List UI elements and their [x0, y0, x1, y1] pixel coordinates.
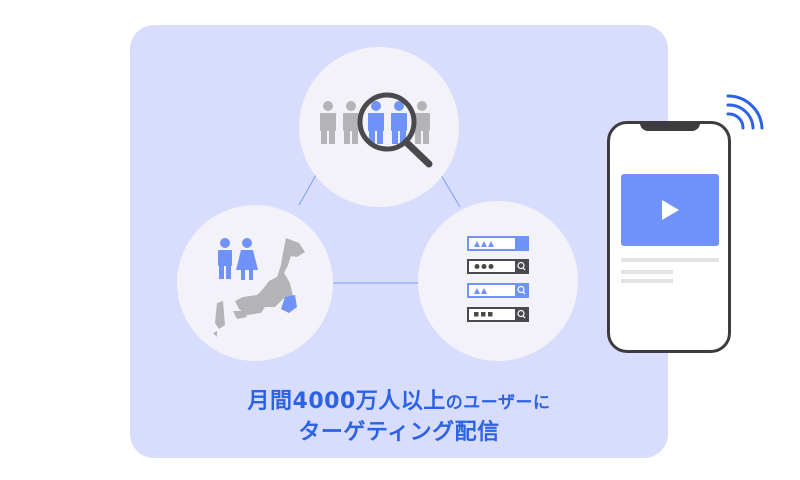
headline-main: 月間4000万人以上: [247, 389, 446, 414]
people-search-icon: [320, 92, 433, 168]
video-ad[interactable]: [621, 174, 719, 246]
audience-circle: [299, 47, 459, 207]
phone-notch: [640, 123, 700, 131]
search-keyword-icon: [467, 236, 529, 322]
smartphone: [607, 121, 731, 353]
headline-tail: のユーザーに: [445, 393, 551, 413]
keyword-circle: [418, 201, 578, 361]
text-line: [621, 258, 719, 262]
male-icon: [218, 238, 232, 279]
text-line: [621, 270, 673, 274]
signal-icon: [726, 94, 764, 130]
headline-line-1: 月間4000万人以上のユーザーに: [130, 383, 668, 415]
headline-line-2: ターゲティング配信: [298, 420, 500, 445]
demographic-circle: [177, 205, 333, 361]
japan-map-icon: [213, 238, 305, 337]
text-line: [621, 279, 673, 283]
demographic-region-icon: [213, 238, 305, 337]
female-icon: [236, 238, 258, 280]
play-icon[interactable]: [662, 200, 679, 220]
